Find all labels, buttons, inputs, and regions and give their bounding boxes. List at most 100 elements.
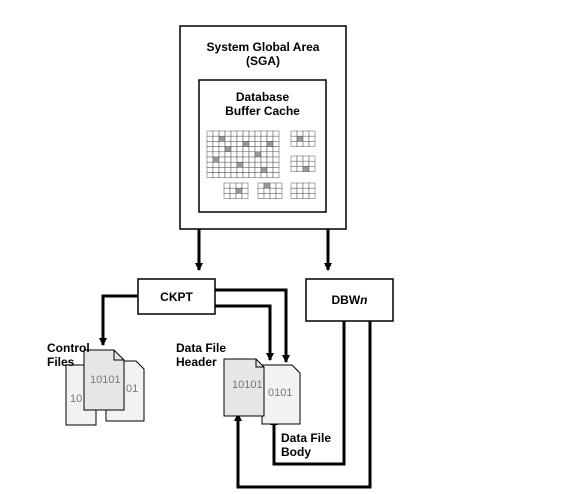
buffer-cell bbox=[224, 146, 232, 153]
ckpt-to-control-files-arrow bbox=[99, 294, 138, 346]
buffer-cell bbox=[260, 141, 268, 147]
buffer-cell bbox=[254, 156, 262, 163]
buffer-cell bbox=[296, 187, 304, 194]
buffer-cache-line1: Database bbox=[235, 90, 290, 104]
buffer-cell bbox=[308, 193, 316, 199]
buffer-cell bbox=[242, 151, 250, 158]
buffer-cell bbox=[218, 161, 226, 168]
buffer-cell bbox=[302, 130, 310, 137]
buffer-cell bbox=[212, 156, 220, 163]
buffer-cell bbox=[272, 156, 280, 163]
dbwn-label: DBWn bbox=[306, 293, 393, 307]
buffer-cell bbox=[230, 146, 238, 153]
buffer-cell bbox=[269, 193, 277, 199]
buffer-cell bbox=[266, 161, 274, 168]
buffer-cell bbox=[224, 151, 232, 158]
buffer-cell bbox=[290, 193, 298, 199]
buffer-cell bbox=[296, 135, 304, 142]
data-file-header-line2: Header bbox=[176, 355, 217, 369]
buffer-cell bbox=[260, 135, 268, 142]
buffer-cell bbox=[224, 156, 232, 163]
buffer-cell bbox=[224, 161, 232, 168]
buffer-cell bbox=[296, 182, 304, 189]
control-file-front-text: 10101 bbox=[90, 374, 121, 386]
buffer-cell bbox=[302, 141, 310, 147]
buffer-cell bbox=[242, 146, 250, 153]
buffer-cell bbox=[236, 141, 244, 147]
dbwn-box bbox=[305, 278, 394, 322]
dbwn-label-prefix: DBW bbox=[331, 293, 361, 307]
buffer-cell bbox=[248, 156, 256, 163]
buffer-cell bbox=[296, 193, 304, 199]
dbwn-to-datafile-arrow bbox=[234, 321, 372, 489]
buffer-cell bbox=[272, 151, 280, 158]
buffer-cell bbox=[229, 182, 237, 189]
control-file-icon bbox=[65, 349, 145, 426]
buffer-cell bbox=[212, 167, 220, 173]
buffer-cell bbox=[302, 155, 310, 162]
buffer-cell bbox=[260, 156, 268, 163]
buffer-cell bbox=[230, 156, 238, 163]
buffer-cell bbox=[230, 172, 238, 179]
buffer-cell bbox=[224, 135, 232, 142]
buffer-cell bbox=[248, 141, 256, 147]
data-file-icon bbox=[223, 358, 301, 425]
buffer-cell bbox=[296, 166, 304, 172]
buffer-cell bbox=[206, 167, 214, 173]
sga-title: System Global Area (SGA) bbox=[180, 40, 346, 68]
control-files-line1: Control bbox=[47, 341, 90, 355]
data-file-body-label: Data File Body bbox=[281, 431, 331, 459]
buffer-cell bbox=[236, 172, 244, 179]
buffer-cell bbox=[266, 151, 274, 158]
buffer-cell bbox=[269, 182, 277, 189]
buffer-cell bbox=[212, 135, 220, 142]
buffer-cell bbox=[254, 151, 262, 158]
data-file-header-line1: Data File bbox=[176, 341, 227, 355]
buffer-cell bbox=[236, 167, 244, 173]
buffer-cell bbox=[206, 141, 214, 147]
buffer-cell bbox=[235, 187, 243, 194]
buffer-cell bbox=[212, 151, 220, 158]
buffer-cell bbox=[242, 172, 250, 179]
ckpt-to-header-arrow-1 bbox=[215, 304, 274, 361]
buffer-cell bbox=[254, 130, 262, 137]
buffer-cell bbox=[236, 161, 244, 168]
buffer-cell bbox=[206, 135, 214, 142]
buffer-cell bbox=[235, 182, 243, 189]
buffer-cell bbox=[266, 141, 274, 147]
buffer-cell bbox=[275, 187, 283, 194]
buffer-cell bbox=[254, 161, 262, 168]
buffer-cell bbox=[263, 193, 271, 199]
buffer-cell bbox=[236, 151, 244, 158]
buffer-cell bbox=[296, 141, 304, 147]
buffer-cell bbox=[242, 135, 250, 142]
buffer-cell bbox=[302, 135, 310, 142]
buffer-cell bbox=[212, 141, 220, 147]
buffer-cell bbox=[260, 161, 268, 168]
buffer-cell bbox=[230, 130, 238, 137]
buffer-cell bbox=[254, 172, 262, 179]
buffer-cell bbox=[275, 193, 283, 199]
buffer-cell bbox=[266, 172, 274, 179]
buffer-cell bbox=[290, 160, 298, 167]
buffer-cell bbox=[212, 161, 220, 168]
buffer-cell bbox=[206, 151, 214, 158]
header-file-text: 10101 bbox=[232, 379, 263, 391]
buffer-cell bbox=[224, 172, 232, 179]
buffer-cell bbox=[266, 167, 274, 173]
buffer-cell bbox=[272, 172, 280, 179]
buffer-cell bbox=[290, 166, 298, 172]
buffer-cell bbox=[275, 182, 283, 189]
buffer-cell bbox=[260, 146, 268, 153]
buffer-cell bbox=[218, 167, 226, 173]
buffer-cell bbox=[290, 182, 298, 189]
buffer-cell bbox=[223, 187, 231, 194]
buffer-cell bbox=[308, 135, 316, 142]
buffer-cell bbox=[206, 161, 214, 168]
buffer-cell bbox=[212, 130, 220, 137]
ckpt-box bbox=[137, 278, 216, 315]
buffer-cell bbox=[248, 151, 256, 158]
buffer-grid bbox=[206, 130, 316, 199]
buffer-cell bbox=[266, 130, 274, 137]
sga-title-line1: System Global Area bbox=[206, 40, 320, 54]
